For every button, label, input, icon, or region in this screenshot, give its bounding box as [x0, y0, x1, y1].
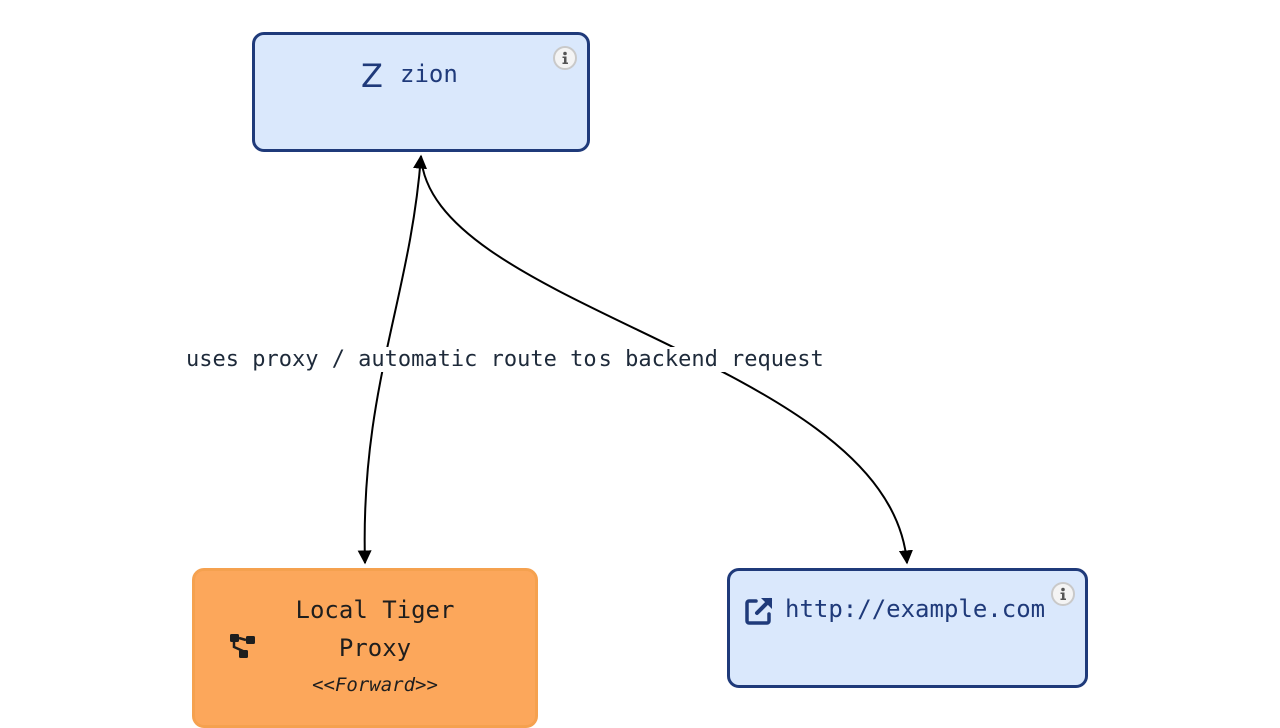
- edge-label-part2: s backend request: [597, 347, 825, 372]
- zion-label: zion: [400, 60, 458, 88]
- edge-label: uses proxy / automatic route tos backend…: [185, 346, 825, 374]
- external-link-icon: [744, 596, 774, 630]
- external-node[interactable]: http://example.com: [727, 568, 1088, 688]
- info-icon[interactable]: [1051, 582, 1075, 606]
- info-icon[interactable]: [553, 46, 577, 70]
- edge-zion-to-external[interactable]: [420, 155, 913, 565]
- letter-z-icon: Z: [361, 57, 383, 95]
- edge-label-part1: uses proxy / automatic route to: [185, 347, 598, 372]
- external-url-label: http://example.com: [785, 595, 1046, 623]
- zion-node[interactable]: Z zion: [252, 32, 590, 152]
- proxy-stereotype: <<Forward>>: [312, 674, 438, 696]
- network-tree-icon: [229, 633, 259, 665]
- proxy-label-line1: Local Tiger: [295, 596, 455, 624]
- proxy-label-line2: Proxy: [338, 634, 412, 662]
- local-tiger-proxy-node[interactable]: Local Tiger Proxy <<Forward>>: [192, 568, 538, 728]
